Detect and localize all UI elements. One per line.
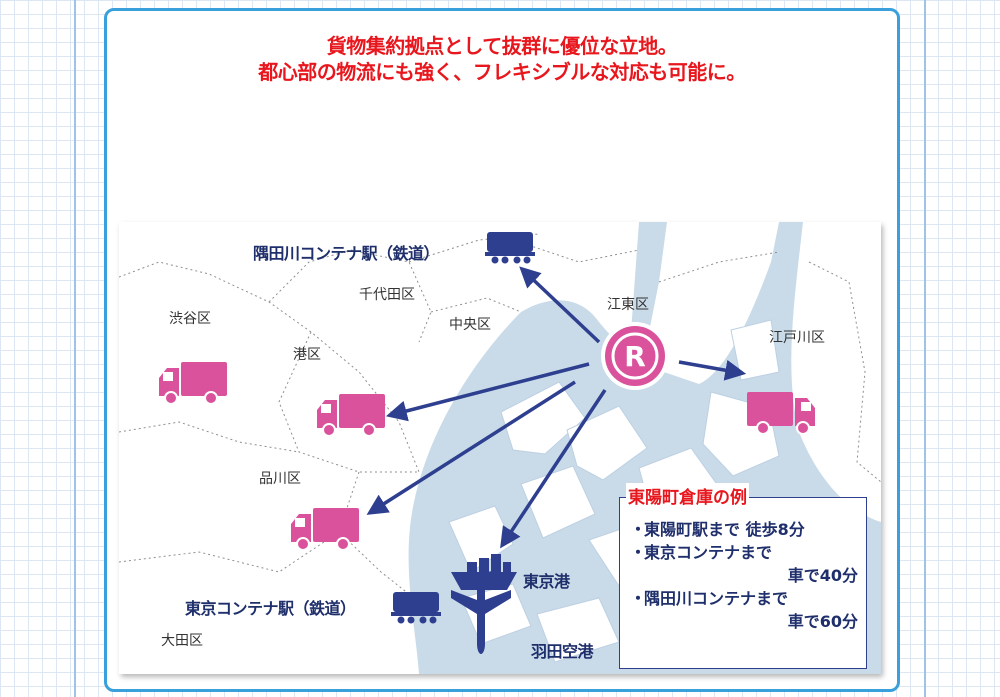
- logistics-map: R: [119, 222, 881, 674]
- info-item-text: 東京コンテナまで: [644, 543, 773, 562]
- headline-line-1: 貨物集約拠点として抜群に優位な立地。: [326, 34, 678, 58]
- place-label-tokyo-port: 東京港: [523, 572, 570, 591]
- bullet: ・: [630, 589, 647, 608]
- info-item-detail: 車で40分: [787, 566, 858, 585]
- content-panel: 貨物集約拠点として抜群に優位な立地。 都心部の物流にも強く、フレキシブルな対応も…: [104, 8, 900, 692]
- headline: 貨物集約拠点として抜群に優位な立地。 都心部の物流にも強く、フレキシブルな対応も…: [107, 33, 897, 85]
- right-guide-line: [924, 0, 926, 697]
- list-item: ・隅田川コンテナまで 車で60分: [630, 587, 858, 633]
- place-label-haneda-airport: 羽田空港: [531, 642, 594, 661]
- arrow-to-tokyo-port: [500, 389, 607, 549]
- airplane-icon: [451, 570, 511, 654]
- arrow-to-sumidagawa: [519, 266, 601, 344]
- info-item-text: 東陽町駅まで 徒歩8分: [644, 520, 805, 539]
- ward-label-minato: 港区: [293, 347, 321, 363]
- bullet: ・: [630, 543, 647, 562]
- ward-label-ota: 大田区: [161, 633, 203, 649]
- headline-line-2: 都心部の物流にも強く、フレキシブルな対応も可能に。: [258, 60, 746, 84]
- info-item-detail: 車で60分: [787, 612, 858, 631]
- ward-label-shinagawa: 品川区: [259, 471, 301, 487]
- map-graphic: R: [119, 222, 881, 674]
- route-arrows: [366, 266, 747, 549]
- ward-label-edogawa: 江戸川区: [769, 330, 825, 346]
- truck-icon: [291, 508, 359, 551]
- info-list: ・東陽町駅まで 徒歩8分 ・東京コンテナまで 車で40分 ・隅田川コンテナまで …: [630, 518, 858, 633]
- ward-label-koto: 江東区: [607, 297, 649, 313]
- truck-icon: [159, 362, 227, 405]
- ward-label-chuo: 中央区: [449, 317, 491, 333]
- hub-logo-letter: R: [624, 340, 646, 373]
- arrow-to-shinagawa: [366, 380, 576, 515]
- place-label-tokyo-container-station: 東京コンテナ駅（鉄道）: [185, 599, 356, 618]
- truck-icon: [747, 392, 815, 435]
- freight-train-icon: [485, 232, 535, 264]
- list-item: ・東京コンテナまで 車で40分: [630, 541, 858, 587]
- hub-logo-icon: R: [601, 322, 669, 390]
- arrow-to-minato: [385, 362, 590, 422]
- list-item: ・東陽町駅まで 徒歩8分: [630, 518, 858, 541]
- freight-train-icon: [391, 592, 441, 624]
- ward-label-chiyoda: 千代田区: [359, 287, 415, 303]
- place-label-sumidagawa-station: 隅田川コンテナ駅（鉄道）: [253, 244, 440, 263]
- arrow-to-edogawa: [678, 359, 747, 381]
- info-item-text: 隅田川コンテナまで: [644, 589, 789, 608]
- info-box-title: 東陽町倉庫の例: [626, 483, 749, 508]
- truck-icon: [317, 394, 385, 437]
- bullet: ・: [630, 520, 647, 539]
- ward-boundaries: [119, 233, 881, 603]
- left-guide-line: [74, 0, 76, 697]
- ward-label-shibuya: 渋谷区: [169, 311, 211, 327]
- warehouse-example-box: 東陽町倉庫の例 ・東陽町駅まで 徒歩8分 ・東京コンテナまで 車で40分 ・隅田…: [619, 483, 867, 669]
